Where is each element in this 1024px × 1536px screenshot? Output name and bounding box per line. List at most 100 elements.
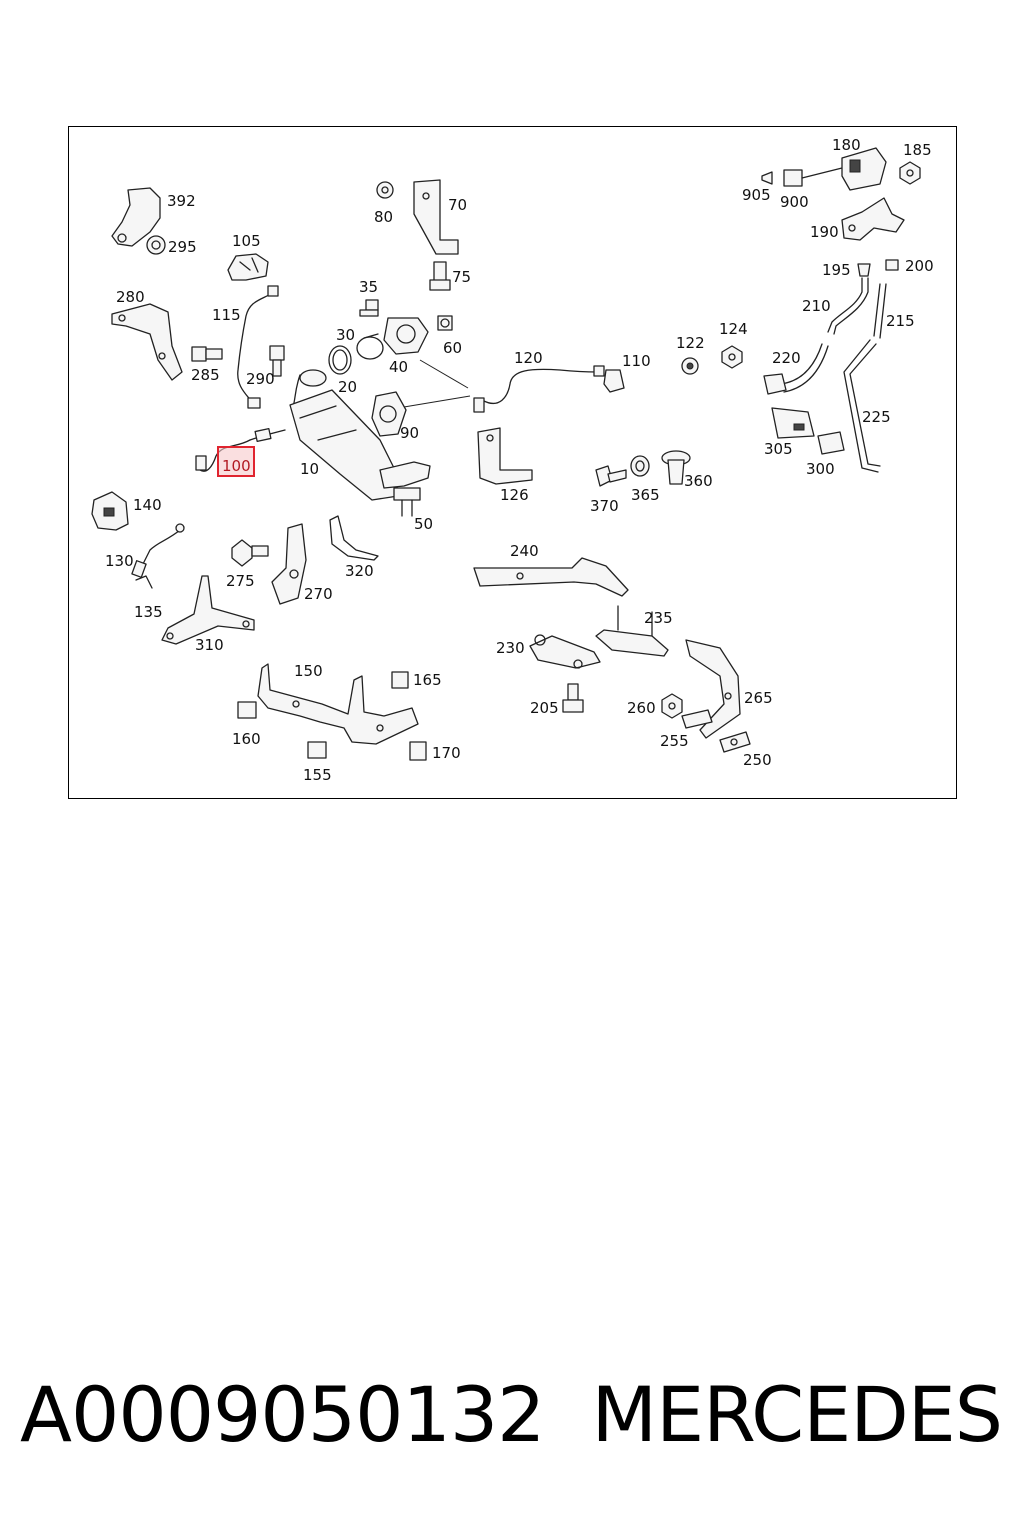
- callout-80: 80: [374, 208, 393, 226]
- part-392-bracket[interactable]: [111, 187, 161, 247]
- callout-225: 225: [862, 408, 891, 426]
- callout-250: 250: [743, 751, 772, 769]
- part-30-clamp[interactable]: [356, 333, 384, 360]
- callout-275: 275: [226, 572, 255, 590]
- part-140-bracket[interactable]: [91, 491, 129, 531]
- callout-160: 160: [232, 730, 261, 748]
- part-126-bracket[interactable]: [477, 427, 533, 485]
- part-195-cap[interactable]: [857, 263, 871, 277]
- part-280-bracket[interactable]: [111, 303, 183, 381]
- callout-365: 365: [631, 486, 660, 504]
- part-285-bolt[interactable]: [191, 346, 223, 362]
- callout-290: 290: [246, 370, 275, 388]
- part-150-bracket[interactable]: [257, 663, 419, 745]
- part-165-clip[interactable]: [391, 671, 409, 689]
- part-170-clip[interactable]: [409, 741, 427, 761]
- part-200-cap[interactable]: [885, 259, 899, 271]
- callout-255: 255: [660, 732, 689, 750]
- part-370-bolt[interactable]: [595, 465, 627, 487]
- part-120-sensor-line[interactable]: [473, 365, 605, 413]
- callout-265: 265: [744, 689, 773, 707]
- part-320-bracket[interactable]: [329, 515, 379, 561]
- callout-215: 215: [886, 312, 915, 330]
- callout-105: 105: [232, 232, 261, 250]
- callout-120: 120: [514, 349, 543, 367]
- part-260-nut[interactable]: [661, 693, 683, 719]
- highlight-box-100: [217, 446, 255, 477]
- part-40-flange[interactable]: [383, 317, 429, 355]
- callout-360: 360: [684, 472, 713, 490]
- part-130-sensor[interactable]: [131, 523, 185, 578]
- callout-10: 10: [300, 460, 319, 478]
- part-115-sensor-line[interactable]: [237, 285, 279, 409]
- part-300-heat-shield[interactable]: [817, 431, 845, 455]
- part-10-diesel-particulate-filter[interactable]: [289, 369, 431, 501]
- diagram-frame: [68, 126, 957, 799]
- callout-50: 50: [414, 515, 433, 533]
- part-900-connector[interactable]: [783, 167, 843, 187]
- callout-180: 180: [832, 136, 861, 154]
- part-225-pipe[interactable]: [843, 339, 881, 473]
- part-185-nut[interactable]: [899, 161, 921, 185]
- callout-60: 60: [443, 339, 462, 357]
- part-124-nut[interactable]: [721, 345, 743, 369]
- callout-135: 135: [134, 603, 163, 621]
- part-60-nut[interactable]: [437, 315, 453, 331]
- part-235-plate[interactable]: [595, 605, 669, 657]
- part-160-clip[interactable]: [237, 701, 257, 719]
- callout-40: 40: [389, 358, 408, 376]
- part-35-bolt[interactable]: [359, 299, 379, 317]
- part-220-pipe[interactable]: [763, 343, 829, 395]
- callout-150: 150: [294, 662, 323, 680]
- callout-205: 205: [530, 699, 559, 717]
- part-80-washer[interactable]: [376, 181, 394, 199]
- callout-300: 300: [806, 460, 835, 478]
- part-105-clip[interactable]: [227, 253, 269, 281]
- part-360-grommet[interactable]: [661, 450, 691, 485]
- callout-220: 220: [772, 349, 801, 367]
- part-20-seal-ring[interactable]: [328, 345, 352, 375]
- footer: A0009050132 MERCEDES: [0, 1370, 1024, 1480]
- part-295-nut[interactable]: [146, 235, 166, 255]
- part-210-pipe[interactable]: [827, 277, 869, 335]
- part-275-bolt[interactable]: [231, 539, 269, 567]
- part-265-bracket[interactable]: [685, 639, 741, 739]
- part-110-connector[interactable]: [603, 369, 625, 393]
- callout-155: 155: [303, 766, 332, 784]
- part-215-pipe[interactable]: [873, 283, 887, 339]
- part-305-heat-shield[interactable]: [771, 407, 815, 439]
- part-190-bracket[interactable]: [841, 197, 905, 241]
- part-230-bracket[interactable]: [529, 634, 601, 669]
- callout-210: 210: [802, 297, 831, 315]
- callout-310: 310: [195, 636, 224, 654]
- exploded-parts-diagram: 392 295 105 280 115 285 290 100 10 80 70…: [91, 136, 934, 784]
- part-240-bracket[interactable]: [473, 557, 629, 597]
- part-250-clip[interactable]: [719, 731, 751, 753]
- callout-392: 392: [167, 192, 196, 210]
- callout-230: 230: [496, 639, 525, 657]
- part-75-bolt[interactable]: [429, 261, 451, 291]
- part-180-pressure-sensor[interactable]: [841, 147, 887, 191]
- part-50-bolt-clamp[interactable]: [393, 487, 421, 517]
- callout-70: 70: [448, 196, 467, 214]
- callout-90: 90: [400, 424, 419, 442]
- part-255-plate[interactable]: [681, 709, 713, 729]
- callout-320: 320: [345, 562, 374, 580]
- callout-110: 110: [622, 352, 651, 370]
- part-155-clip[interactable]: [307, 741, 327, 759]
- part-135-clip[interactable]: [135, 575, 153, 589]
- part-70-bracket[interactable]: [413, 179, 459, 255]
- callout-200: 200: [905, 257, 934, 275]
- part-310-bracket[interactable]: [161, 575, 255, 645]
- part-365-washer[interactable]: [630, 455, 650, 477]
- callout-140: 140: [133, 496, 162, 514]
- part-100-temperature-sensor[interactable]: [195, 428, 286, 472]
- part-905-plug[interactable]: [761, 171, 773, 185]
- part-122-grommet[interactable]: [681, 357, 699, 375]
- part-205-bolt[interactable]: [562, 683, 584, 713]
- part-270-bracket[interactable]: [271, 523, 307, 605]
- callout-75: 75: [452, 268, 471, 286]
- part-90-gasket[interactable]: [371, 391, 407, 437]
- callout-235: 235: [644, 609, 673, 627]
- part-290-bolt[interactable]: [269, 345, 285, 377]
